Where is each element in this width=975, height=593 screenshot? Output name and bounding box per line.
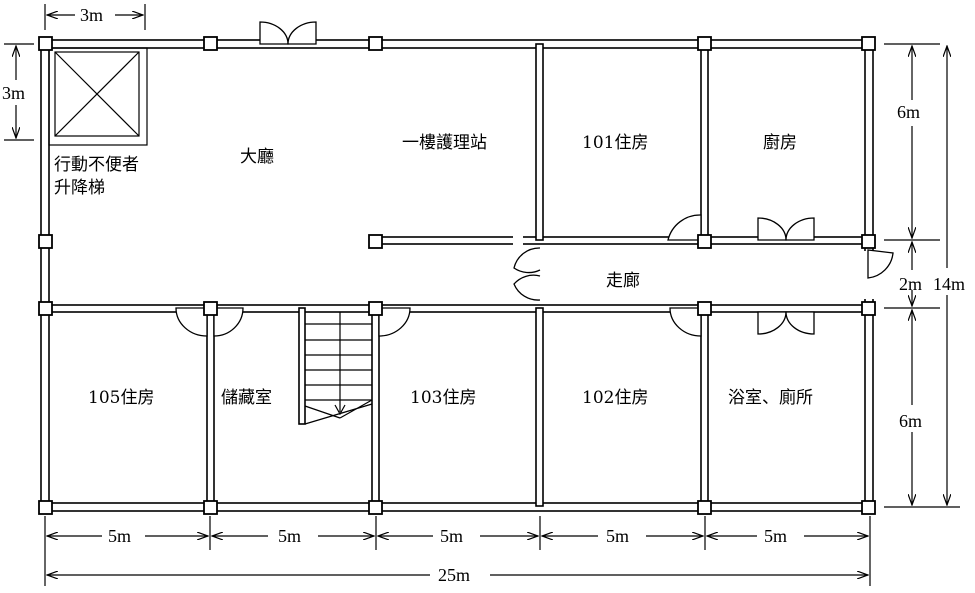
- north-wall: [44, 39, 871, 49]
- label-kitchen: 廚房: [763, 132, 797, 153]
- stair-west-wall: [298, 307, 306, 425]
- partition-101-kitchen: [700, 43, 709, 241]
- dim-bay-1: 5m: [108, 526, 131, 546]
- doors: [175, 21, 894, 337]
- corridor-west-door: [513, 247, 541, 274]
- dim-bay-3: 5m: [440, 526, 463, 546]
- room-labels: 大廳 一樓護理站 101住房 廚房 走廊 105住房 儲藏室 103住房 102…: [54, 132, 813, 408]
- label-elevator-line2: 升降梯: [54, 178, 105, 198]
- label-room101: 101住房: [582, 133, 648, 153]
- kitchen-door: [757, 217, 787, 241]
- label-storage: 儲藏室: [221, 388, 272, 408]
- label-bath-toilet: 浴室、廁所: [728, 387, 813, 408]
- main-entrance-door: [259, 21, 289, 45]
- dim-elevator-depth: 3m: [2, 83, 25, 103]
- partition-nurse-101: [535, 43, 544, 241]
- dim-total-length: 25m: [438, 565, 470, 585]
- dim-corridor-width: 2m: [899, 274, 922, 294]
- corridor-south-wall: [44, 304, 871, 313]
- dim-elevator-width: 3m: [80, 5, 103, 25]
- elevator: [48, 47, 148, 146]
- label-room102: 102住房: [582, 388, 648, 408]
- dim-south-depth: 6m: [899, 411, 922, 431]
- partition-stair-103: [371, 307, 380, 507]
- columns: [38, 36, 876, 515]
- label-room103: 103住房: [410, 388, 476, 408]
- room102-door: [669, 307, 702, 337]
- room103-door: [378, 307, 411, 337]
- label-nurse-station: 一樓護理站: [402, 133, 487, 153]
- label-corridor: 走廊: [606, 271, 640, 291]
- dimensions: 3m 3m 6m 2m 6m 14m: [2, 4, 965, 586]
- storage-door: [213, 307, 244, 337]
- dim-total-depth: 14m: [933, 274, 965, 294]
- partition-105-storage: [206, 307, 215, 507]
- bath-door: [757, 311, 787, 335]
- staircase: [304, 312, 373, 425]
- walls: [40, 39, 874, 512]
- label-elevator-line1: 行動不便者: [54, 155, 139, 175]
- room105-door: [175, 307, 208, 337]
- east-exit-door: [867, 249, 894, 279]
- dim-bay-5: 5m: [764, 526, 787, 546]
- partition-102-bath: [700, 307, 709, 507]
- label-room105: 105住房: [88, 388, 154, 408]
- west-wall: [40, 43, 50, 508]
- dim-north-depth: 6m: [897, 102, 920, 122]
- south-wall: [44, 502, 871, 512]
- room101-door: [667, 214, 702, 241]
- dim-bay-4: 5m: [606, 526, 629, 546]
- partition-103-102: [535, 307, 544, 507]
- dim-bay-2: 5m: [278, 526, 301, 546]
- label-lobby: 大廳: [240, 147, 274, 167]
- door-openings: [258, 41, 874, 299]
